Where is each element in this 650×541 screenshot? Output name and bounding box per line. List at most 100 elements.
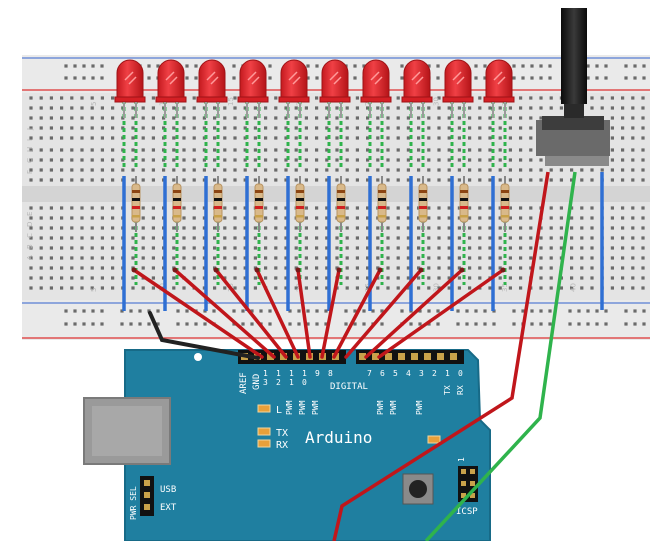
breadboard-hole — [468, 246, 472, 250]
breadboard-hole — [264, 216, 268, 220]
rail-hole — [465, 322, 469, 326]
breadboard-hole — [274, 226, 278, 230]
breadboard-hole — [325, 276, 329, 280]
breadboard-hole — [539, 106, 543, 110]
breadboard-hole — [304, 148, 308, 152]
breadboard-hole — [223, 126, 227, 130]
rail-hole — [436, 64, 440, 68]
breadboard-hole — [264, 256, 268, 260]
reset-button-base[interactable] — [402, 473, 434, 505]
breadboard-hole — [417, 236, 421, 240]
breadboard-hole — [202, 148, 206, 152]
pot-wire-green — [424, 171, 577, 541]
breadboard-hole — [233, 256, 237, 260]
breadboard-hole — [49, 286, 53, 290]
wire-end — [377, 267, 383, 273]
breadboard-hole — [447, 148, 451, 152]
breadboard-hole — [600, 96, 604, 100]
breadboard-hole — [294, 246, 298, 250]
breadboard-hole — [243, 216, 247, 220]
rail-hole — [344, 309, 348, 313]
row-letter: I — [26, 139, 34, 141]
breadboard-hole — [141, 106, 145, 110]
breadboard-hole — [529, 266, 533, 270]
breadboard-hole — [223, 286, 227, 290]
breadboard-hole — [641, 246, 645, 250]
resistors — [131, 176, 510, 232]
breadboard-hole — [243, 276, 247, 280]
breadboard-hole — [386, 106, 390, 110]
breadboard-hole — [508, 178, 512, 182]
breadboard-hole — [376, 158, 380, 162]
breadboard-hole — [498, 148, 502, 152]
reset-button[interactable] — [409, 480, 427, 498]
breadboard-hole — [457, 256, 461, 260]
ext-label: EXT — [160, 503, 177, 513]
breadboard-hole — [304, 266, 308, 270]
breadboard-hole — [172, 126, 176, 130]
breadboard-hole — [172, 276, 176, 280]
breadboard-hole — [264, 226, 268, 230]
breadboard-hole — [284, 126, 288, 130]
rail-hole — [642, 76, 646, 80]
breadboard-hole — [80, 96, 84, 100]
led-red — [319, 59, 351, 118]
breadboard-hole — [111, 178, 115, 182]
breadboard-hole — [151, 106, 155, 110]
breadboard-hole — [457, 276, 461, 280]
breadboard-hole — [488, 136, 492, 140]
icsp-label: ICSP — [456, 507, 478, 517]
rail-hole — [64, 64, 68, 68]
breadboard-hole — [345, 286, 349, 290]
breadboard-hole — [182, 168, 186, 172]
breadboard-hole — [417, 266, 421, 270]
rail-hole — [100, 64, 104, 68]
breadboard-hole — [60, 226, 64, 230]
breadboard-hole — [151, 178, 155, 182]
breadboard-hole — [39, 266, 43, 270]
rail-hole — [577, 309, 581, 313]
rail-hole — [548, 76, 552, 80]
breadboard-hole — [386, 236, 390, 240]
rail-hole — [147, 322, 151, 326]
rail-hole — [568, 322, 572, 326]
breadboard-hole — [141, 148, 145, 152]
breadboard-hole — [345, 136, 349, 140]
breadboard-hole — [213, 106, 217, 110]
breadboard-hole — [192, 246, 196, 250]
rail-hole — [380, 309, 384, 313]
header-pin — [437, 353, 444, 360]
led-rim — [319, 96, 351, 103]
breadboard-hole — [111, 266, 115, 270]
wire-end — [213, 267, 219, 273]
breadboard-hole — [80, 126, 84, 130]
breadboard-hole — [80, 246, 84, 250]
breadboard-hole — [417, 136, 421, 140]
breadboard-hole — [498, 178, 502, 182]
resistor-band — [255, 215, 263, 218]
breadboard-hole — [141, 168, 145, 172]
breadboard-hole — [131, 276, 135, 280]
breadboard-hole — [80, 158, 84, 162]
breadboard-hole — [396, 226, 400, 230]
breadboard-hole — [498, 106, 502, 110]
signal-wire — [296, 268, 312, 359]
breadboard-hole — [151, 168, 155, 172]
breadboard-hole — [539, 116, 543, 120]
breadboard-hole — [294, 148, 298, 152]
rail-hole — [306, 322, 310, 326]
breadboard-hole — [111, 136, 115, 140]
breadboard-hole — [478, 96, 482, 100]
breadboard-hole — [529, 246, 533, 250]
breadboard-hole — [559, 106, 563, 110]
breadboard-hole — [631, 286, 635, 290]
breadboard-hole — [80, 236, 84, 240]
breadboard-hole — [141, 226, 145, 230]
breadboard-hole — [437, 106, 441, 110]
breadboard-hole — [345, 168, 349, 172]
rail-hole — [530, 322, 534, 326]
breadboard-hole — [641, 206, 645, 210]
tx-pin-label: TX — [443, 385, 452, 395]
breadboard-hole — [457, 286, 461, 290]
breadboard-hole — [559, 216, 563, 220]
